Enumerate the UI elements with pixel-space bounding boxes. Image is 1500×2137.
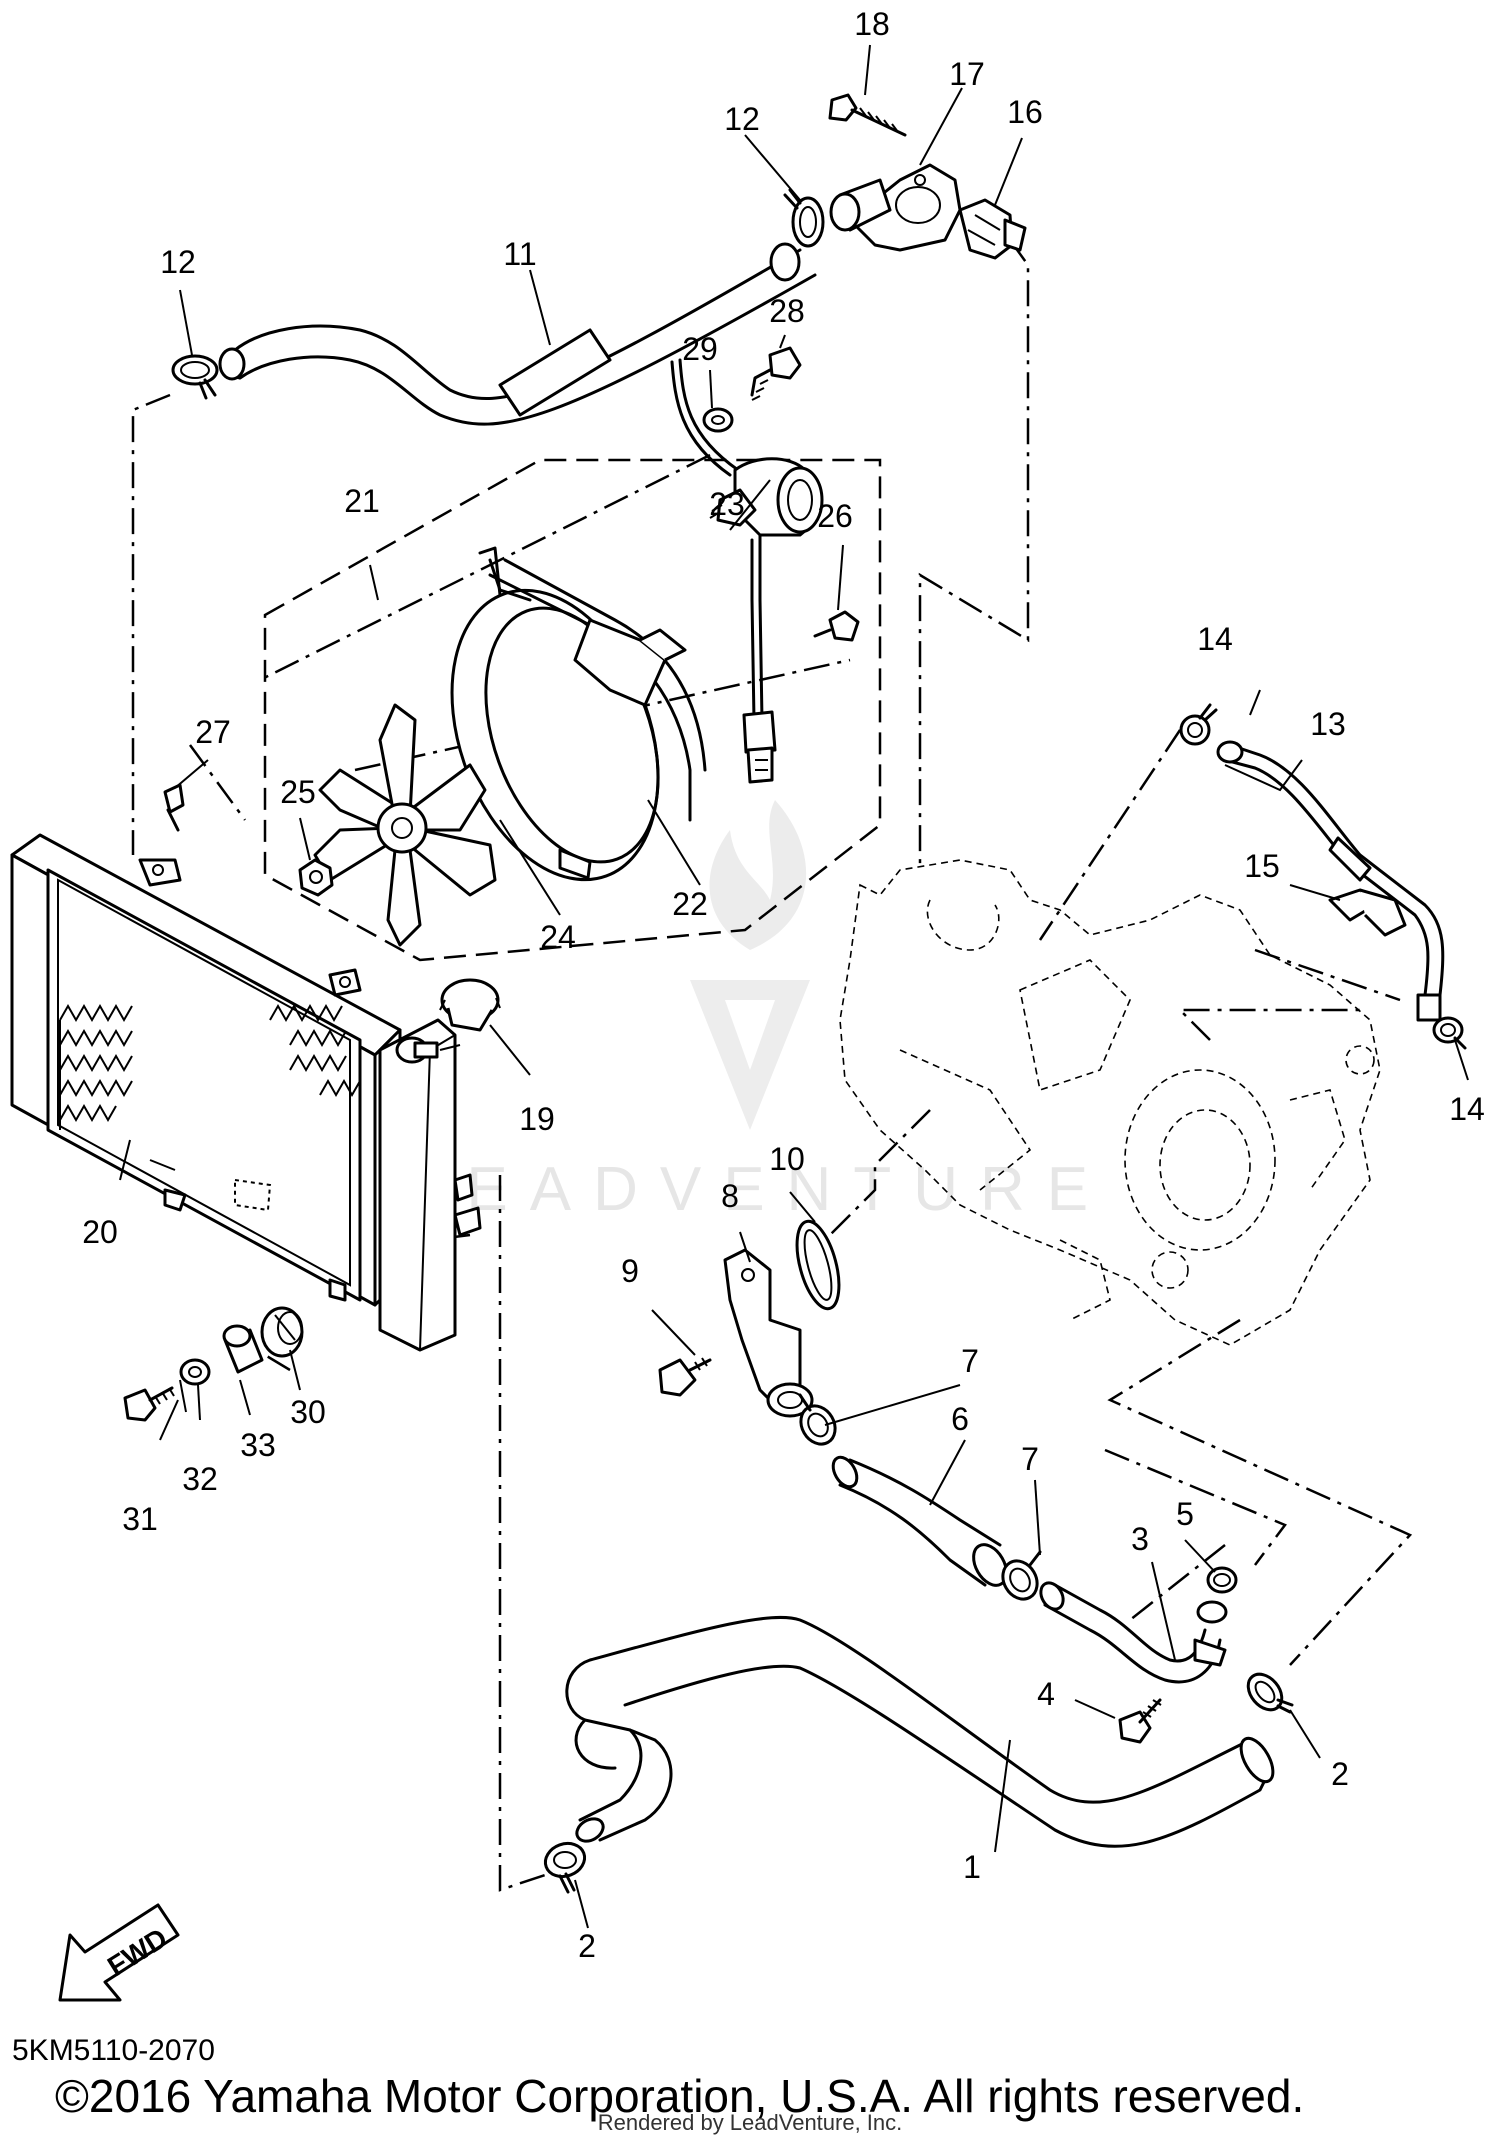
part-label-6: 6 <box>951 1401 969 1437</box>
bolt-26[interactable] <box>813 610 860 642</box>
part-label-10: 10 <box>769 1141 805 1177</box>
bypass-pipe[interactable] <box>1216 740 1445 1022</box>
hose-clamp-12-left[interactable] <box>171 354 219 400</box>
part-label-24: 24 <box>540 919 576 955</box>
nut-25[interactable] <box>298 858 334 897</box>
temperature-sensor[interactable] <box>958 198 1027 260</box>
upper-hose[interactable] <box>218 242 817 426</box>
watermark-flame-icon <box>709 800 807 950</box>
water-pipe-3[interactable] <box>1036 1579 1228 1684</box>
part-label-2: 2 <box>578 1928 596 1964</box>
washer-32[interactable] <box>179 1358 211 1386</box>
watermark-v-icon <box>690 980 810 1130</box>
part-label-28: 28 <box>769 293 805 329</box>
part-label-19: 19 <box>519 1101 555 1137</box>
part-label-29: 29 <box>682 331 718 367</box>
hose-clamp-12-right[interactable] <box>783 188 825 248</box>
part-label-32: 32 <box>182 1461 218 1497</box>
hose-6[interactable] <box>828 1453 1013 1591</box>
part-label-18: 18 <box>854 6 890 42</box>
bolt-18[interactable] <box>828 93 907 137</box>
part-label-9: 9 <box>621 1253 639 1289</box>
forward-direction-marker: FWD <box>58 1903 180 2002</box>
washer-29[interactable] <box>702 407 734 433</box>
o-ring-10[interactable] <box>789 1217 847 1313</box>
part-label-3: 3 <box>1131 1521 1149 1557</box>
part-label-14: 14 <box>1197 621 1233 657</box>
fwd-arrow-icon <box>58 1903 180 2002</box>
part-label-7: 7 <box>1021 1441 1039 1477</box>
hose-clamp-7-lower[interactable] <box>996 1550 1044 1605</box>
part-label-2: 2 <box>1331 1756 1349 1792</box>
part-label-22: 22 <box>672 886 708 922</box>
part-label-13: 13 <box>1310 706 1346 742</box>
fan-motor[interactable] <box>670 358 824 784</box>
part-label-16: 16 <box>1007 94 1043 130</box>
part-label-25: 25 <box>280 774 316 810</box>
leader-lines <box>119 44 1469 1929</box>
part-label-30: 30 <box>290 1394 326 1430</box>
part-label-11: 11 <box>503 236 536 272</box>
engine-outline <box>839 859 1381 1346</box>
rendered-by-notice: Rendered by LeadVenture, Inc. <box>598 2110 903 2135</box>
o-ring-5[interactable] <box>1206 1566 1238 1594</box>
thermostat-cover[interactable] <box>829 163 962 252</box>
part-label-12: 12 <box>160 244 196 280</box>
part-label-7: 7 <box>961 1343 979 1379</box>
pipe-holder-15[interactable] <box>1328 888 1407 937</box>
bolt-28[interactable] <box>750 346 802 401</box>
part-labels: 1 2 2 2 3 4 5 6 7 7 8 9 10 11 12 12 13 1… <box>82 6 1485 1964</box>
part-label-20: 20 <box>82 1214 118 1250</box>
bolt-31[interactable] <box>123 1386 175 1422</box>
part-label-27: 27 <box>195 714 231 750</box>
hose-clamp-2-right[interactable] <box>1241 1668 1294 1717</box>
part-label-4: 4 <box>1037 1676 1055 1712</box>
main-hose-1[interactable] <box>565 1615 1280 1848</box>
bolt-9[interactable] <box>658 1357 712 1397</box>
part-label-23: 23 <box>709 486 745 522</box>
bolt-4[interactable] <box>1118 1698 1162 1744</box>
part-label-8: 8 <box>721 1178 739 1214</box>
fan-blade[interactable] <box>313 703 497 947</box>
water-pump-outlet[interactable] <box>723 1248 814 1418</box>
watermark: LEADVENTURE <box>410 800 1110 1224</box>
fan-assembly-boundary <box>263 458 882 962</box>
hose-clamp-14-top[interactable] <box>1179 703 1218 746</box>
radiator-cap[interactable] <box>439 978 501 1032</box>
part-label-26: 26 <box>817 498 853 534</box>
part-label-14: 14 <box>1449 1091 1485 1127</box>
part-label-17: 17 <box>949 56 985 92</box>
part-label-15: 15 <box>1244 848 1280 884</box>
part-label-5: 5 <box>1176 1496 1194 1532</box>
part-label-1: 1 <box>963 1849 981 1885</box>
grommet-27[interactable] <box>163 783 185 832</box>
copyright-notice: ©2016 Yamaha Motor Corporation, U.S.A. A… <box>55 2070 1304 2122</box>
part-label-12: 12 <box>724 101 760 137</box>
part-label-33: 33 <box>240 1427 276 1463</box>
hose-clamp-14-bottom[interactable] <box>1432 1016 1467 1050</box>
radiator[interactable] <box>10 833 482 1352</box>
collar-33[interactable] <box>222 1324 264 1374</box>
damper-30[interactable] <box>260 1306 304 1358</box>
hose-clamp-7-upper[interactable] <box>794 1393 842 1450</box>
watermark-text: LEADVENTURE <box>410 1155 1110 1224</box>
part-label-31: 31 <box>122 1501 158 1537</box>
hose-clamp-2-lower-left[interactable] <box>541 1838 590 1894</box>
diagram-code: 5KM5110-2070 <box>12 2034 215 2067</box>
part-label-21: 21 <box>344 483 380 519</box>
